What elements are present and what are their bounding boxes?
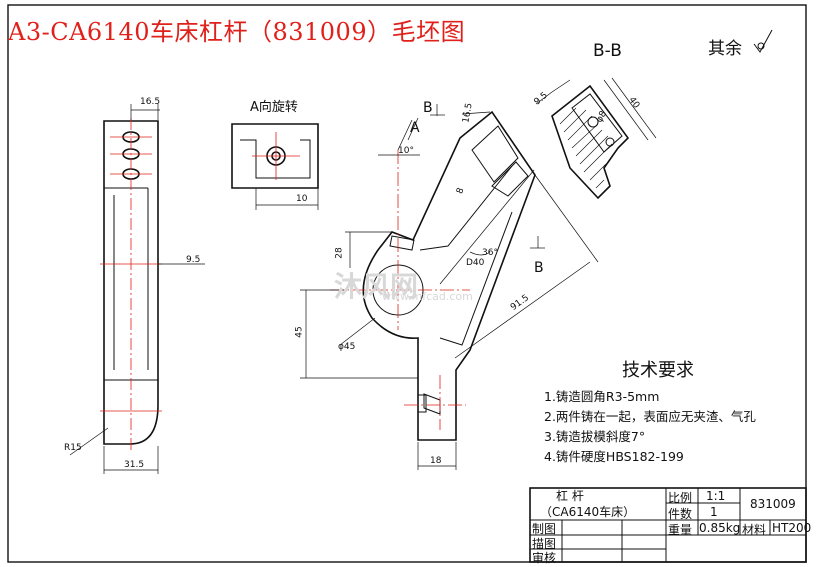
dim-28: 28	[334, 247, 345, 259]
arrow-label-a: A	[410, 120, 420, 136]
section-bb	[551, 84, 630, 200]
drawing-frame	[7, 4, 807, 563]
dim-angle-10: 10°	[398, 146, 414, 156]
arrow-label-b-bottom: B	[534, 260, 544, 276]
tb-weight-value: 0.85kg	[699, 521, 741, 535]
title-block-grid	[529, 487, 807, 563]
tb-drawing-no: 831009	[750, 497, 796, 511]
tb-drawn-by: 制图	[532, 522, 557, 536]
tb-part-name: 杠 杆	[556, 489, 584, 503]
view-a-label: A向旋转	[250, 100, 298, 115]
arrow-label-b-top: B	[423, 100, 433, 116]
dim-18: 18	[430, 456, 442, 466]
side-view-dims	[69, 104, 205, 474]
dim-r15: R15	[64, 443, 82, 453]
section-bb-hatch	[559, 107, 613, 189]
section-label: B-B	[593, 41, 622, 61]
tb-drafted-by: 描图	[532, 537, 557, 551]
dim-31-5: 31.5	[124, 460, 145, 470]
tech-req-heading: 技术要求	[622, 360, 694, 381]
tb-scale-label: 比例	[668, 491, 693, 505]
main-view	[362, 110, 536, 441]
tb-weight-label: 重量	[668, 523, 693, 537]
side-view	[100, 118, 162, 450]
tb-machine: （CA6140车床）	[540, 505, 636, 519]
tech-req-item-3: 3.铸造拔模斜度7°	[544, 429, 646, 444]
tb-qty-label: 件数	[668, 507, 693, 521]
tb-checked-by: 审核	[532, 551, 557, 565]
dim-d40: D40	[466, 258, 485, 268]
roughness-note: 其余	[708, 39, 742, 59]
tb-qty-value: 1	[710, 505, 718, 519]
tb-material-value: HT200	[772, 521, 812, 535]
dim-9-5-left: 9.5	[186, 255, 201, 265]
tech-req-item-1: 1.铸造圆角R3-5mm	[544, 389, 660, 404]
roughness-symbol	[753, 29, 773, 53]
main-view-centerlines	[330, 150, 470, 430]
watermark-logo: 沐风网	[334, 270, 419, 303]
section-bb-dims	[535, 77, 657, 141]
tb-scale-value: 1:1	[706, 489, 726, 503]
dim-dia-45: φ45	[338, 342, 356, 352]
view-a	[231, 123, 319, 210]
tech-req-item-2: 2.两件铸在一起，表面应无夹渣、气孔	[544, 409, 756, 424]
tech-req-item-4: 4.铸件硬度HBS182-199	[544, 449, 684, 464]
drawing-title: A3-CA6140车床杠杆（831009）毛坯图	[8, 18, 466, 46]
dim-angle-36: 36°	[482, 248, 498, 258]
tb-material-label: 材料	[742, 523, 767, 537]
watermark-url: www.mfcad.com	[382, 290, 473, 303]
main-view-dims	[300, 104, 599, 470]
dim-10-viewa: 10	[296, 194, 308, 204]
dim-45: 45	[294, 326, 305, 338]
dim-16-5-left: 16.5	[140, 97, 161, 107]
